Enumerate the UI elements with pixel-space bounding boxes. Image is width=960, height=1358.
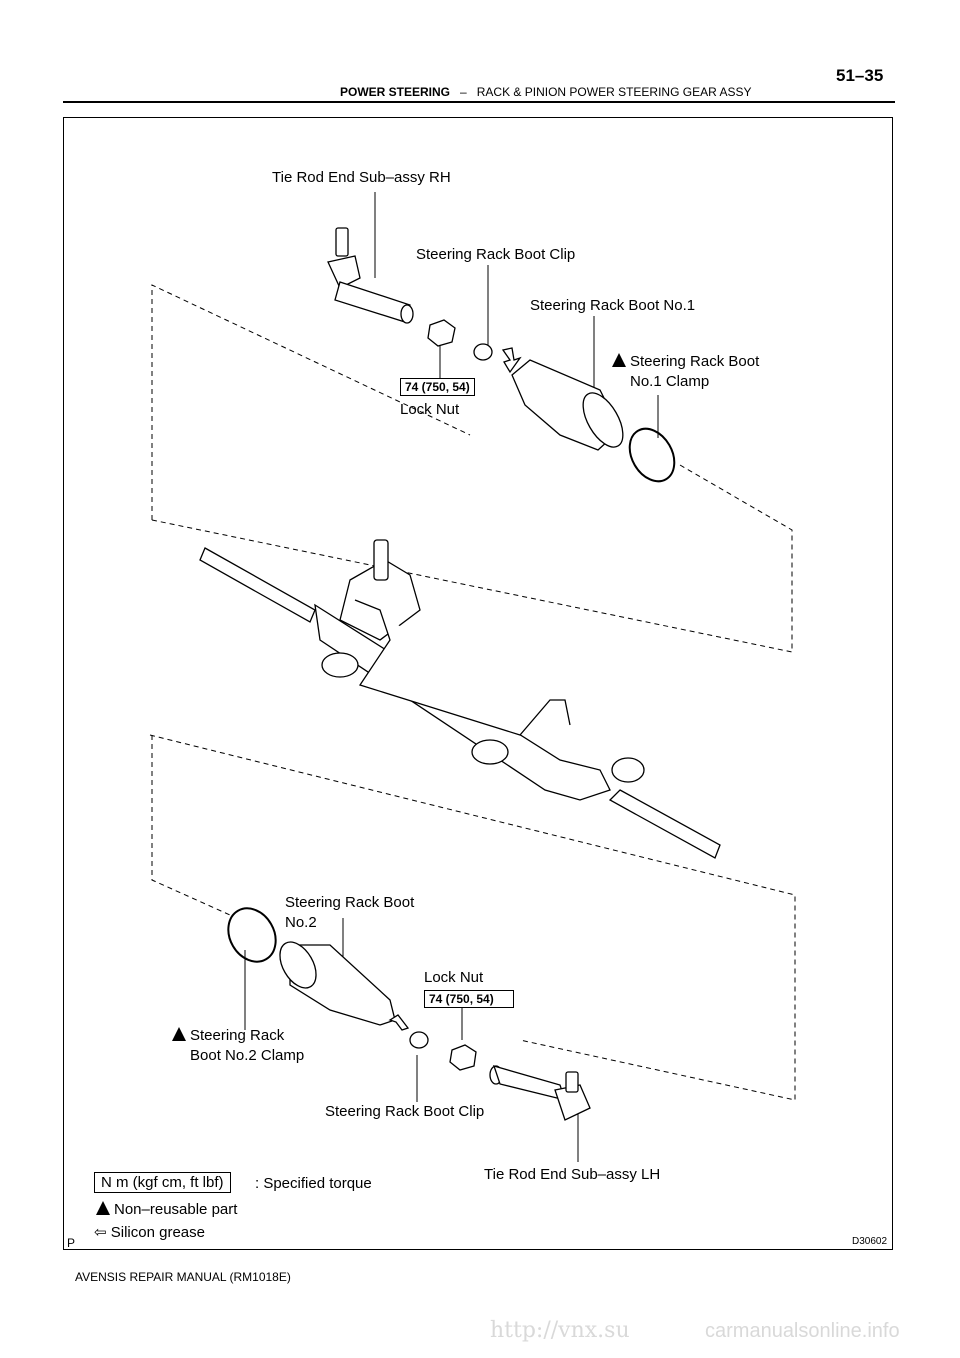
legend-silicon-text: Silicon grease [110,1224,205,1241]
torque-box-lower: 74 (750, 54) [424,990,514,1008]
label-boot-clip-upper: Steering Rack Boot Clip [416,246,576,263]
header-separator: – [460,85,467,99]
legend-silicon: ⇦ Silicon grease [94,1223,205,1243]
label-boot-no2-line2: No.2 [285,914,317,931]
header-title: POWER STEERING – RACK & PINION POWER STE… [340,85,751,99]
header-subsection: RACK & PINION POWER STEERING GEAR ASSY [476,85,752,99]
figure-code: D30602 [852,1236,888,1247]
header-rule [63,101,895,103]
watermark-site: carmanualsonline.info [705,1320,900,1342]
label-boot-no2-clamp-line2: Boot No.2 Clamp [190,1047,305,1064]
legend-torque-desc: : Specified torque [255,1175,372,1192]
label-boot-no1: Steering Rack Boot No.1 [530,297,696,314]
label-boot-no1-clamp: Steering Rack Boot No.1 Clamp [612,352,759,392]
header-section: POWER STEERING [340,85,451,99]
corner-mark: P [67,1236,76,1250]
torque-box-upper: 74 (750, 54) [400,378,475,396]
legend-non-reusable: Non–reusable part [96,1200,237,1220]
footer: AVENSIS REPAIR MANUAL (RM1018E) [75,1270,291,1284]
legend-torque-unit: N m (kgf cm, ft lbf) [94,1172,231,1193]
label-boot-no2-clamp-line1: Steering Rack [190,1027,285,1044]
label-tie-rod-end-rh: Tie Rod End Sub–assy RH [272,169,451,186]
label-lock-nut-lower: Lock Nut [424,969,484,986]
watermark-link[interactable]: http://vnx.su [490,1318,630,1343]
non-reusable-icon [612,353,626,367]
label-boot-clip-lower: Steering Rack Boot Clip [325,1103,485,1120]
label-boot-no2-clamp: Steering Rack Boot No.2 Clamp [172,1026,304,1066]
non-reusable-icon [96,1201,110,1215]
label-boot-no1-clamp-line1: Steering Rack Boot [630,353,760,370]
silicon-grease-icon: ⇦ [94,1224,107,1241]
non-reusable-icon [172,1027,186,1041]
label-tie-rod-end-lh: Tie Rod End Sub–assy LH [484,1166,661,1183]
label-lock-nut-upper: Lock Nut [400,401,460,418]
page-number: 51–35 [836,66,884,85]
figure-frame [63,117,893,1250]
label-boot-no1-clamp-line2: No.1 Clamp [630,373,710,390]
label-boot-no2: Steering Rack Boot No.2 [285,893,414,933]
legend-non-reusable-text: Non–reusable part [114,1201,238,1218]
label-boot-no2-line1: Steering Rack Boot [285,894,415,911]
